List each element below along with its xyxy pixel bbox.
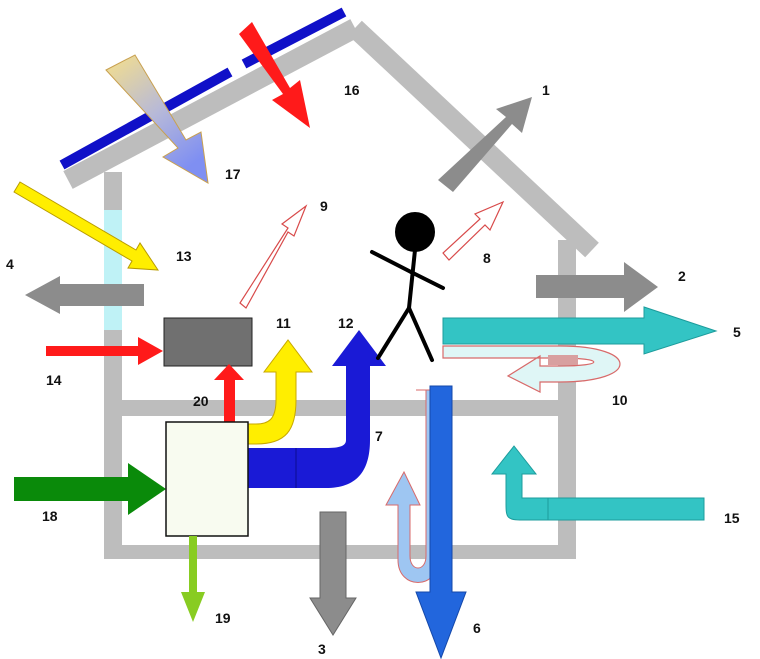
label-9: 9 [320,198,328,214]
arrow-11 [248,340,312,444]
label-8: 8 [483,250,491,266]
label-10: 10 [612,392,628,408]
label-19: 19 [215,610,231,626]
person-head [397,214,433,250]
label-16: 16 [344,82,360,98]
label-6: 6 [473,620,481,636]
label-12: 12 [338,315,354,331]
label-20: 20 [193,393,209,409]
label-14: 14 [46,372,62,388]
window [104,210,122,330]
person-leg-right [409,308,432,360]
arrow-10-core [548,355,578,365]
arrow-3 [310,512,356,635]
label-3: 3 [318,641,326,657]
person-body [409,250,415,308]
label-4: 4 [6,256,14,272]
device-box [164,318,252,366]
label-5: 5 [733,324,741,340]
person-arm-left [372,252,411,272]
arrow-13 [14,182,158,270]
roof-right [355,28,592,250]
arrow-10 [443,346,620,392]
label-17: 17 [225,166,241,182]
label-1: 1 [542,82,550,98]
person [372,214,443,360]
person-leg-left [378,308,409,358]
boiler [166,422,248,536]
label-2: 2 [678,268,686,284]
label-13: 13 [176,248,192,264]
label-7: 7 [375,428,383,444]
person-arm-right [411,272,443,288]
label-11: 11 [276,315,291,331]
arrow-2 [536,262,658,312]
arrow-18 [14,463,166,515]
roof-left [68,28,355,180]
arrow-15 [492,446,704,520]
label-18: 18 [42,508,58,524]
arrow-4 [25,276,144,314]
arrow-8 [443,202,503,260]
label-15: 15 [724,510,740,526]
arrow-9 [240,206,306,308]
arrow-6 [416,386,466,658]
